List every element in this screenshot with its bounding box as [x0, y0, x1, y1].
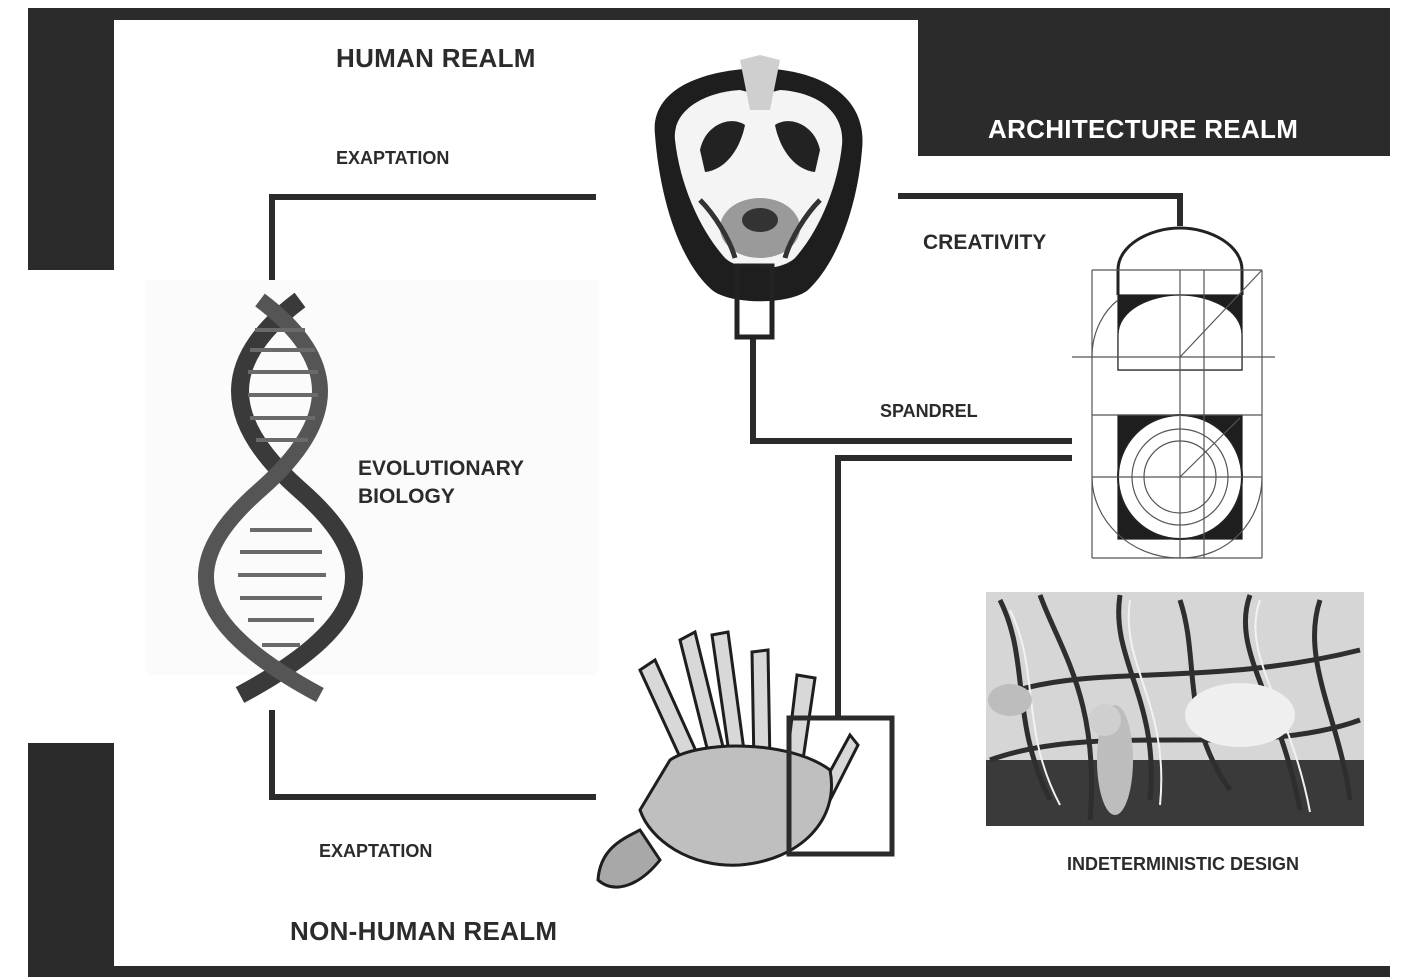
non-human-realm-label: NON-HUMAN REALM	[290, 916, 557, 947]
exaptation-top-label: EXAPTATION	[336, 148, 449, 169]
spandrel-label: SPANDREL	[880, 401, 978, 422]
organic-structure-render	[986, 592, 1364, 826]
evolutionary-biology-line-1: EVOLUTIONARY	[358, 455, 524, 483]
arch-geometry-drawing	[1072, 228, 1275, 558]
creativity-label: CREATIVITY	[923, 231, 1046, 255]
evolutionary-biology-label: EVOLUTIONARY BIOLOGY	[358, 455, 524, 511]
human-realm-label: HUMAN REALM	[336, 43, 536, 74]
evolutionary-biology-line-2: BIOLOGY	[358, 483, 524, 511]
architecture-realm-label: ARCHITECTURE REALM	[988, 114, 1298, 145]
skull-scan-image	[655, 55, 863, 337]
creativity-connector	[898, 196, 1180, 226]
exaptation-bottom-connector	[272, 710, 596, 797]
exaptation-top-connector	[272, 197, 596, 285]
spandrel-connector	[753, 338, 1072, 441]
indeterministic-design-label: INDETERMINISTIC DESIGN	[1067, 854, 1299, 875]
exaptation-bottom-label: EXAPTATION	[319, 841, 432, 862]
hand-skeleton-image	[598, 632, 892, 887]
